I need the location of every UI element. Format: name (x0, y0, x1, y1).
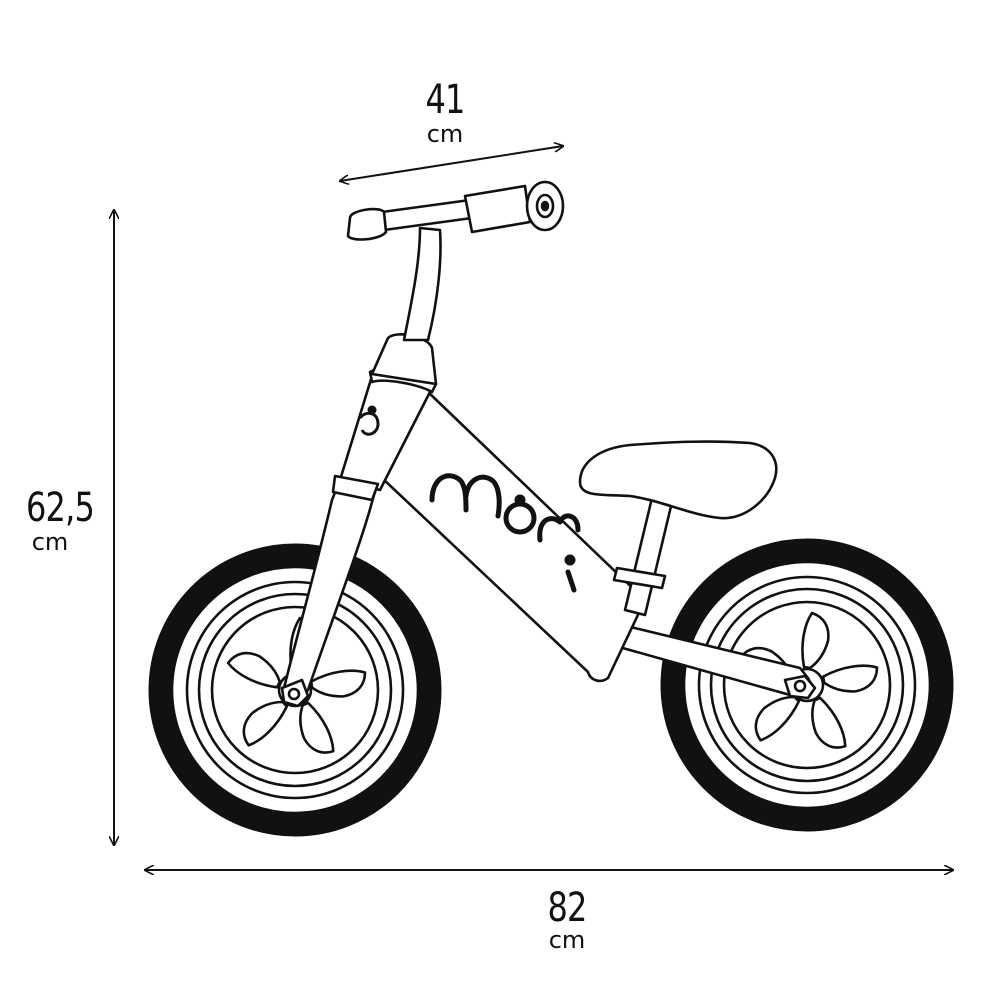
rear-axle-bolt (783, 674, 817, 700)
front-axle-bolt (280, 678, 310, 708)
fork-crown (331, 474, 380, 502)
seat (578, 440, 778, 520)
stem (402, 226, 442, 342)
length-unit: cm (548, 926, 586, 954)
height-value: 62,5 (25, 485, 95, 531)
headset-top (370, 333, 438, 386)
handlebar-width-dimension-line (340, 146, 563, 181)
length-value: 82 (547, 885, 587, 931)
brand-logo (429, 473, 581, 593)
handlebar (346, 180, 565, 241)
handlebar-width-unit: cm (426, 120, 464, 148)
headtube-logo-icon (358, 405, 380, 436)
handlebar-width-value: 41 (425, 77, 465, 123)
height-unit: cm (31, 528, 69, 556)
frame-down-tube (376, 386, 647, 683)
